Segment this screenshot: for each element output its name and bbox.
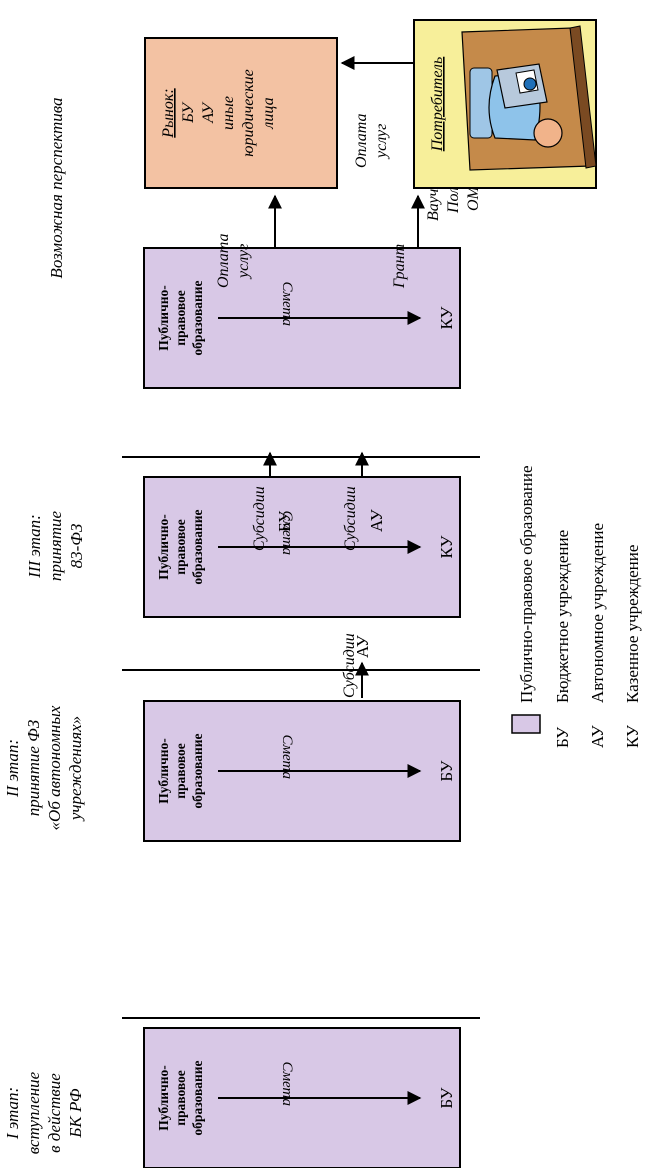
svg-text:услуг: услуг [235,244,252,280]
stage-4-box: Публично- правовое образование Смета КУ [143,247,461,389]
smeta-label: Смета [279,510,295,555]
svg-text:Публично-: Публично- [156,738,171,803]
svg-text:принятие: принятие [46,510,65,581]
stage-2-box: Публично- правовое образование Смета БУ [143,700,461,842]
svg-text:вступление: вступление [24,1071,43,1154]
legend-swatch [511,714,541,734]
svg-text:АУ: АУ [353,634,372,658]
svg-text:83-ФЗ: 83-ФЗ [67,523,86,568]
svg-text:БУ: БУ [275,510,294,532]
consumer-illustration-icon [461,25,597,171]
smeta-label: Смета [279,281,295,326]
svg-text:БУ: БУ [180,101,197,124]
svg-text:III этап:: III этап: [25,514,44,579]
svg-text:АУ: АУ [200,101,217,124]
consumer-box: Потребитель [413,19,597,189]
stage-2-subsidy: Субсидии АУ [341,633,372,698]
svg-text:Оплата: Оплата [353,114,370,168]
svg-text:правовое: правовое [173,743,188,799]
stage-3-subsidy-au: Субсидии АУ [342,451,386,551]
svg-text:учреждениях»: учреждениях» [66,716,85,822]
recipient-label: КУ [437,535,456,559]
svg-text:II этап:: II этап: [3,739,22,798]
svg-text:Оплата: Оплата [215,234,232,288]
svg-text:БК РФ: БК РФ [66,1088,85,1138]
svg-text:АУ: АУ [367,508,386,532]
svg-text:образование: образование [190,1060,205,1135]
svg-text:правовое: правовое [173,519,188,575]
svg-text:лица: лица [260,97,277,129]
svg-text:«Об автономных: «Об автономных [45,705,64,830]
svg-text:КУ: КУ [623,724,642,748]
svg-text:Субсидии: Субсидии [341,633,358,698]
svg-text:БУ: БУ [553,726,572,748]
svg-text:услуг: услуг [373,124,390,160]
svg-text:Публично-: Публично- [156,285,171,350]
svg-text:Возможная перспектива: Возможная перспектива [47,97,66,278]
svg-text:Потребитель: Потребитель [429,57,446,153]
consumer-payment: Оплата услуг [340,56,414,168]
svg-text:иные: иные [220,96,237,130]
smeta-label: Смета [279,734,295,779]
svg-text:юридические: юридические [240,69,257,157]
stage-1-box: Публично- правовое образование Смета БУ [143,1027,461,1168]
svg-text:Казенное учреждение: Казенное учреждение [623,545,642,703]
svg-text:образование: образование [190,509,205,584]
svg-text:принятие ФЗ: принятие ФЗ [24,719,43,816]
recipient-label: КУ [437,306,456,330]
legend: Публично-правовое образование БУ Бюджетн… [511,465,642,748]
svg-text:Субсидии: Субсидии [251,486,268,551]
stage-4-title: Возможная перспектива [47,97,66,278]
svg-text:Публично-: Публично- [156,514,171,579]
svg-text:в действие: в действие [45,1073,64,1153]
stage-4-payment-market: Оплата услуг [215,194,282,288]
market-box: Рынок: БУ АУ иные юридические лица [144,37,338,189]
svg-text:Публично-правовое образование: Публично-правовое образование [517,465,536,703]
recipient-label: БУ [437,759,456,781]
svg-text:Субсидии: Субсидии [342,486,359,551]
stage-3-box: Публично- правовое образование Смета КУ [143,476,461,618]
stage-3-subsidy-bu: Субсидии БУ [251,451,294,551]
svg-text:Рынок:: Рынок: [160,88,177,138]
svg-text:I этап:: I этап: [3,1087,22,1140]
svg-text:АУ: АУ [588,724,607,748]
svg-text:образование: образование [190,280,205,355]
svg-text:Бюджетное учреждение: Бюджетное учреждение [553,530,572,703]
svg-text:Публично-: Публично- [156,1065,171,1130]
smeta-label: Смета [279,1061,295,1106]
svg-text:Автономное учреждение: Автономное учреждение [588,523,607,703]
stage-2-title: II этап: принятие ФЗ «Об автономных учре… [3,705,85,830]
recipient-label: БУ [437,1086,456,1108]
svg-text:образование: образование [190,733,205,808]
stage-3-title: III этап: принятие 83-ФЗ [25,510,86,581]
svg-text:правовое: правовое [173,1070,188,1126]
svg-text:Грант: Грант [391,244,408,289]
stage-1-title: I этап: вступление в действие БК РФ [3,1071,85,1154]
svg-text:правовое: правовое [173,290,188,346]
